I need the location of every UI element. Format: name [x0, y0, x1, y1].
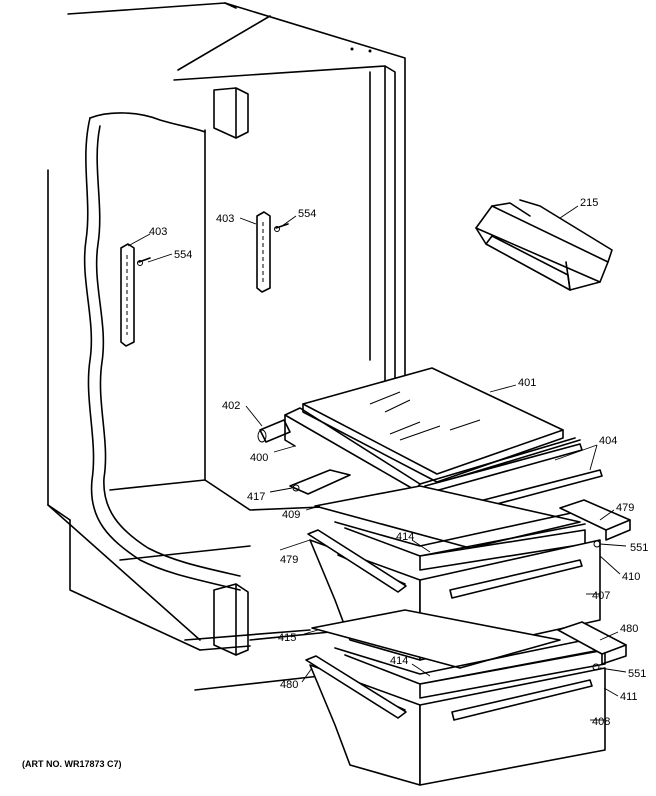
label-411: 411	[620, 691, 638, 703]
crisper-handle-479-left	[307, 529, 407, 593]
crisper-frame-414-lower	[334, 639, 606, 699]
label-404: 404	[599, 435, 617, 447]
label-414-upper: 414	[396, 531, 414, 543]
art-number: (ART NO. WR17873 C7)	[22, 759, 122, 769]
label-403-right: 403	[216, 213, 234, 225]
label-215: 215	[580, 197, 598, 209]
crisper-pan-408	[309, 664, 606, 786]
crisper-handle-480-left	[305, 655, 407, 719]
label-402: 402	[222, 400, 240, 412]
label-554-left: 554	[174, 249, 192, 261]
label-554-right: 554	[298, 208, 316, 220]
shelf-bin-215	[475, 199, 613, 291]
label-417: 417	[247, 491, 265, 503]
label-410: 410	[622, 571, 640, 583]
label-409: 409	[282, 509, 300, 521]
label-414-lower: 414	[390, 655, 408, 667]
label-480-right: 480	[620, 623, 638, 635]
refrigerator-cabinet	[47, 2, 406, 691]
label-479-left: 479	[280, 554, 298, 566]
label-400: 400	[250, 452, 268, 464]
shelf-bracket-402	[257, 419, 291, 443]
label-479-right: 479	[616, 502, 634, 514]
screw-554-right	[274, 223, 289, 232]
label-415: 415	[278, 632, 296, 644]
label-407: 407	[592, 590, 610, 602]
crisper-cover-409	[314, 485, 581, 549]
label-551-lower: 551	[628, 668, 646, 680]
leader-lines	[127, 205, 627, 721]
part-labels: 215 401 402 400 403 554 403 554 404 417 …	[149, 197, 648, 728]
label-403-left: 403	[149, 226, 167, 238]
label-551-upper: 551	[630, 542, 648, 554]
screw-554-left	[137, 257, 151, 266]
slide-417	[289, 469, 351, 495]
slide-rail-480-right	[557, 621, 627, 671]
label-480-left: 480	[280, 679, 298, 691]
shelf-support-rail-left	[120, 243, 135, 347]
label-401: 401	[518, 377, 536, 389]
label-408: 408	[592, 716, 610, 728]
shelf-support-rail-right	[256, 211, 271, 293]
crisper-cover-415	[311, 609, 561, 669]
